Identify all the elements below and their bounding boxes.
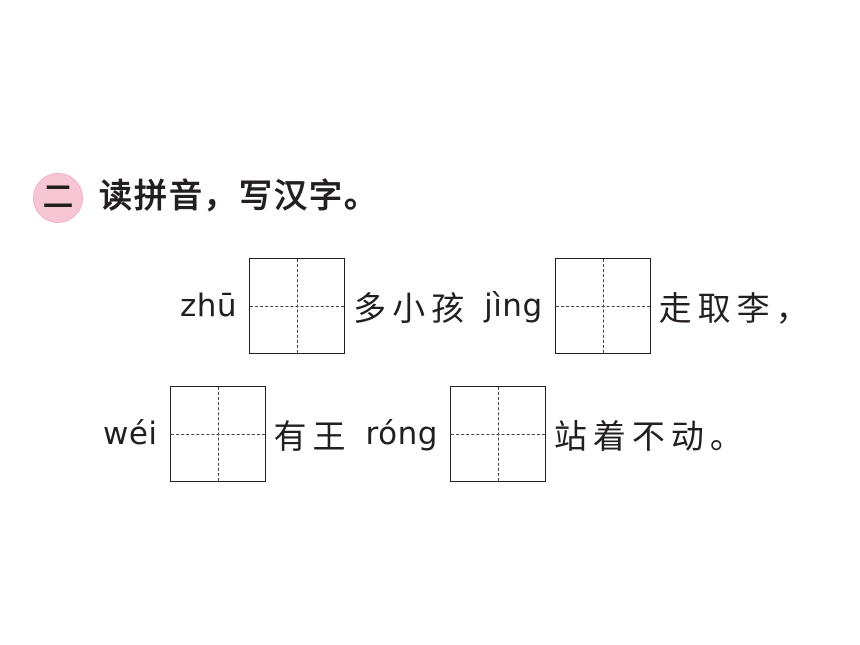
writing-grid-2[interactable] [554,258,651,354]
chars-2: 走取李， [658,289,815,328]
chars-1: 多小孩 [353,289,471,328]
pinyin-zhu: zhū [180,288,238,324]
chars-4: 站着不动。 [553,417,749,456]
exercise-line-2: wéi 有王 róng 站着不动。 [103,385,749,483]
pinyin-jing: jìng [484,288,543,324]
question-number: 二 [43,180,73,215]
question-number-badge: 二 [33,173,83,223]
pinyin-rong: róng [365,416,438,452]
pinyin-wei: wéi [103,416,158,452]
chars-3: 有王 [273,417,352,456]
writing-grid-3[interactable] [169,386,266,482]
writing-grid-1[interactable] [249,258,346,354]
writing-grid-4[interactable] [449,386,546,482]
question-instruction: 读拼音，写汉字。 [99,176,379,215]
exercise-line-1: zhū 多小孩 jìng 走取李， [180,257,829,355]
